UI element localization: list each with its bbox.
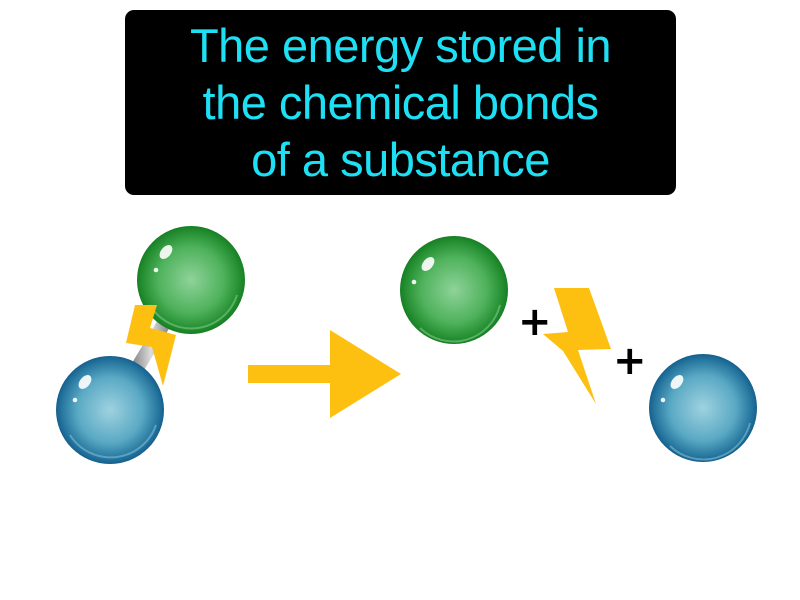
product-blue-atom-icon bbox=[649, 354, 757, 462]
plus-sign-1: + bbox=[518, 299, 552, 345]
reaction-arrow-icon bbox=[248, 330, 401, 418]
title-line-3: of a substance bbox=[251, 133, 550, 186]
product-green-atom-icon bbox=[400, 236, 508, 344]
title-line-2: the chemical bonds bbox=[202, 76, 599, 129]
released-energy-bolt-icon bbox=[543, 288, 611, 404]
plus-sign-2: + bbox=[613, 338, 647, 384]
blue-atom-icon bbox=[56, 356, 164, 464]
definition-title: The energy stored in the chemical bonds … bbox=[125, 10, 676, 195]
title-line-1: The energy stored in bbox=[189, 19, 612, 72]
reactant-molecule bbox=[56, 226, 245, 464]
bond-energy-bolt-icon bbox=[126, 305, 176, 386]
green-atom-icon bbox=[137, 226, 245, 334]
